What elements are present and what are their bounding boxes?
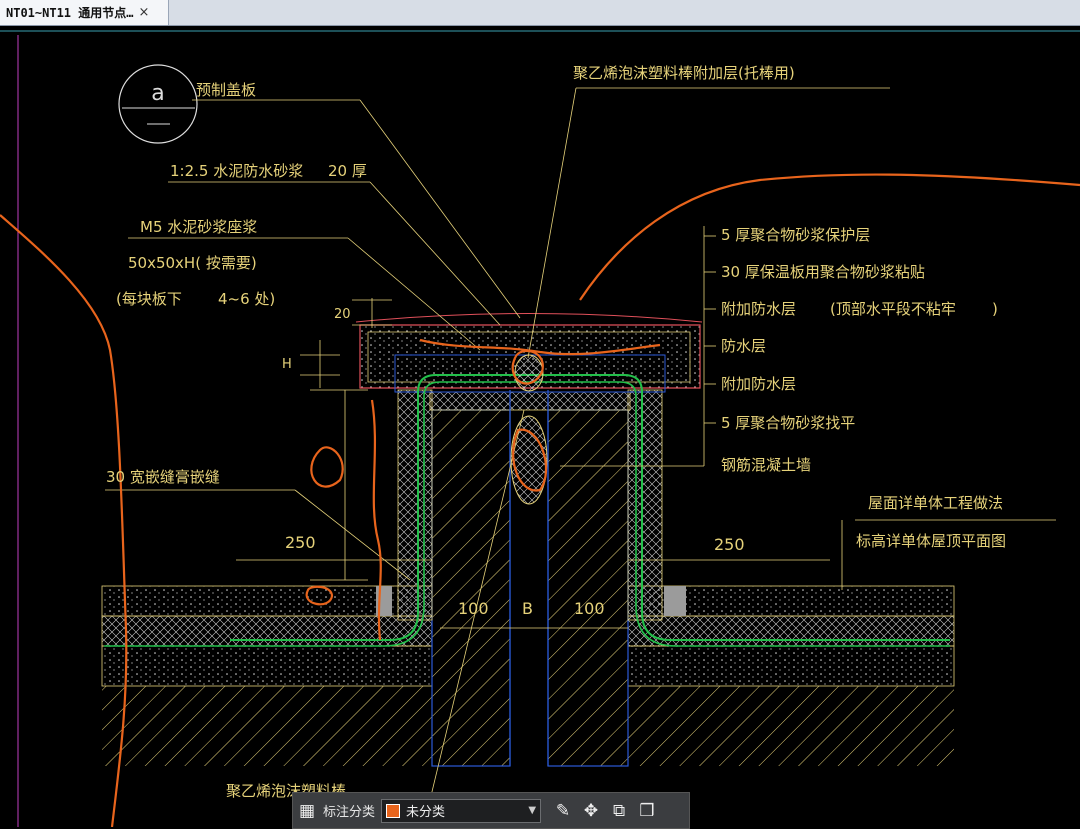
label-extra-waterproof-2: 附加防水层 (721, 375, 796, 393)
label-rc-wall: 钢筋混凝土墙 (721, 456, 811, 474)
dim-250-right: 250 (714, 535, 745, 554)
dim-250-left: 250 (285, 533, 316, 552)
label-extra-waterproof: 附加防水层 (721, 300, 796, 318)
cad-canvas[interactable]: a 预制盖板 1:2.5 水泥防水砂浆 20 厚 M (0, 26, 1080, 827)
label-per-board: (每块板下 (116, 290, 182, 308)
tab-bar: NT01~NT11 通用节点… × (0, 0, 1080, 26)
marker-letter: a (151, 81, 164, 106)
label-precast-cover: 预制盖板 (196, 81, 256, 99)
color-swatch (386, 803, 401, 818)
category-value: 未分类 (406, 805, 446, 820)
grid-icon[interactable]: ▦ (298, 800, 316, 821)
label-note-close: ) (992, 300, 998, 318)
label-count: 4~6 处) (218, 290, 275, 308)
tab-title: NT01~NT11 通用节点… (6, 6, 134, 20)
label-roof-method: 屋面详单体工程做法 (868, 494, 1003, 512)
label-sealant: 30 宽嵌缝膏嵌缝 (106, 468, 220, 486)
label-m5: M5 水泥砂浆座浆 (140, 218, 257, 236)
dim-b: B (522, 599, 533, 618)
paste-icon[interactable]: ❒ (639, 800, 655, 821)
section-marker (118, 64, 198, 144)
copy-icon[interactable]: ⧉ (612, 800, 626, 821)
label-mortar: 1:2.5 水泥防水砂浆 (170, 162, 303, 180)
dim-20: 20 (334, 307, 351, 322)
category-label: 标注分类 (323, 805, 376, 820)
label-insulation: 30 厚保温板用聚合物砂浆粘贴 (721, 263, 925, 281)
label-foam-top: 聚乙烯泡沫塑料棒附加层(托棒用) (573, 64, 795, 82)
label-roof-level: 标高详单体屋顶平面图 (856, 532, 1006, 550)
tab-drawing[interactable]: NT01~NT11 通用节点… × (0, 0, 169, 25)
chevron-down-icon: ▼ (528, 805, 537, 816)
label-waterproof: 防水层 (721, 337, 766, 355)
markup-strokes (0, 173, 1080, 827)
move-icon[interactable]: ✥ (583, 800, 599, 821)
label-note: (顶部水平段不粘牢 (830, 300, 956, 318)
annotation-toolbar: ▦ 标注分类 未分类 ▼ ✎ ✥ ⧉ ❒ (292, 792, 690, 829)
edit-icon[interactable]: ✎ (555, 800, 571, 821)
dim-100-left: 100 (458, 599, 489, 618)
label-leveling: 5 厚聚合物砂浆找平 (721, 414, 855, 432)
dim-100-right: 100 (574, 599, 605, 618)
label-thickness: 20 厚 (328, 162, 367, 180)
label-protect: 5 厚聚合物砂浆保护层 (721, 226, 870, 244)
label-block: 50x50xH( 按需要) (128, 254, 257, 272)
category-select[interactable]: 未分类 ▼ (381, 798, 542, 823)
dim-h: H (282, 357, 292, 372)
close-icon[interactable]: × (138, 5, 150, 20)
